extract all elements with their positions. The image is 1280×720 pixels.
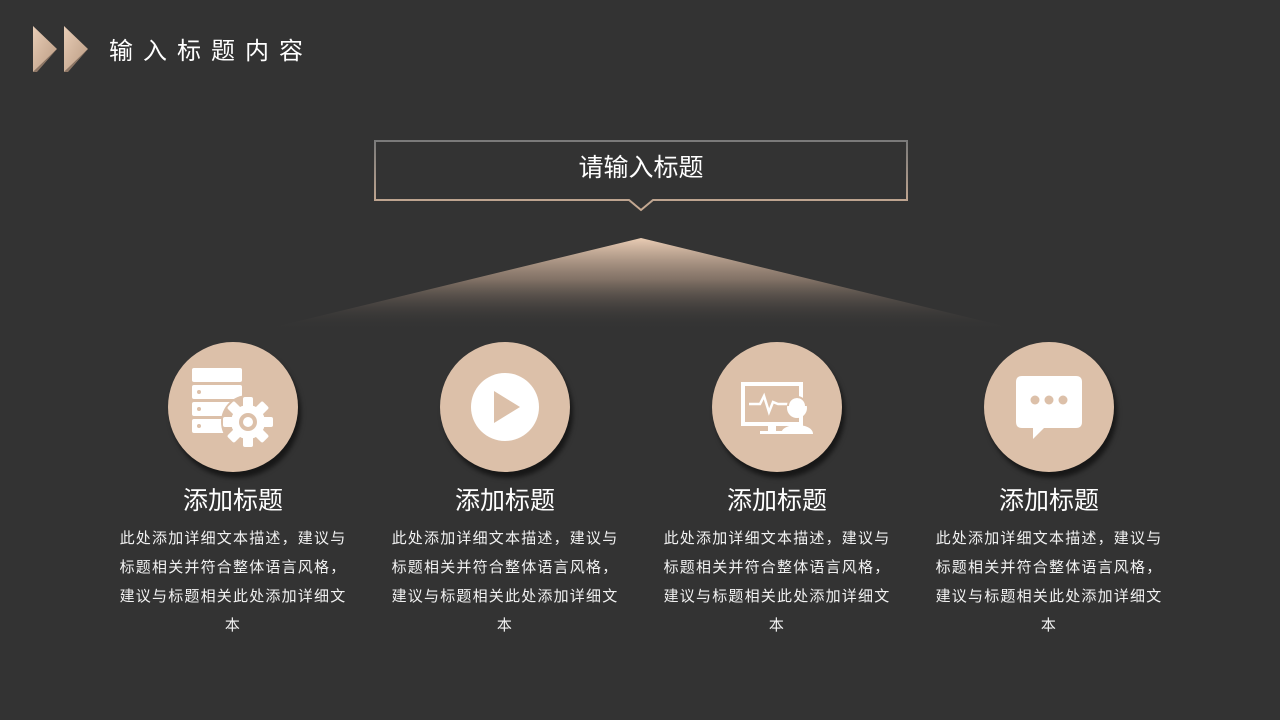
icon-circle bbox=[440, 342, 570, 472]
feature-item-2: 添加标题 此处添加详细文本描述，建议与标题相关并符合整体语言风格，建议与标题相关… bbox=[385, 342, 625, 640]
page-title: 输入标题内容 bbox=[109, 37, 313, 65]
chat-bubble-icon bbox=[1016, 376, 1082, 439]
item-title: 添加标题 bbox=[726, 486, 827, 515]
item-description: 此处添加详细文本描述，建议与标题相关并符合整体语言风格，建议与标题相关此处添加详… bbox=[391, 529, 619, 634]
feature-item-4: 添加标题 此处添加详细文本描述，建议与标题相关并符合整体语言风格，建议与标题相关… bbox=[929, 342, 1169, 640]
callout-title: 请输入标题 bbox=[578, 153, 704, 182]
callout-frame bbox=[374, 140, 908, 212]
item-description: 此处添加详细文本描述，建议与标题相关并符合整体语言风格，建议与标题相关此处添加详… bbox=[663, 529, 891, 634]
item-title: 添加标题 bbox=[454, 486, 555, 515]
icon-circle bbox=[984, 342, 1114, 472]
double-chevron-logo-icon bbox=[33, 26, 88, 72]
feature-item-3: 添加标题 此处添加详细文本描述，建议与标题相关并符合整体语言风格，建议与标题相关… bbox=[657, 342, 897, 640]
item-description: 此处添加详细文本描述，建议与标题相关并符合整体语言风格，建议与标题相关此处添加详… bbox=[935, 529, 1163, 634]
item-description: 此处添加详细文本描述，建议与标题相关并符合整体语言风格，建议与标题相关此处添加详… bbox=[119, 529, 347, 634]
callout-box: 请输入标题 bbox=[374, 140, 908, 212]
item-title: 添加标题 bbox=[998, 486, 1099, 515]
monitor-user-icon bbox=[741, 382, 813, 434]
database-gear-icon bbox=[192, 368, 275, 449]
play-icon bbox=[471, 373, 539, 441]
item-title: 添加标题 bbox=[182, 486, 283, 515]
feature-item-1: 添加标题 此处添加详细文本描述，建议与标题相关并符合整体语言风格，建议与标题相关… bbox=[113, 342, 353, 640]
spotlight-triangle bbox=[262, 238, 1020, 330]
icon-circle bbox=[168, 342, 298, 472]
icon-circle bbox=[712, 342, 842, 472]
